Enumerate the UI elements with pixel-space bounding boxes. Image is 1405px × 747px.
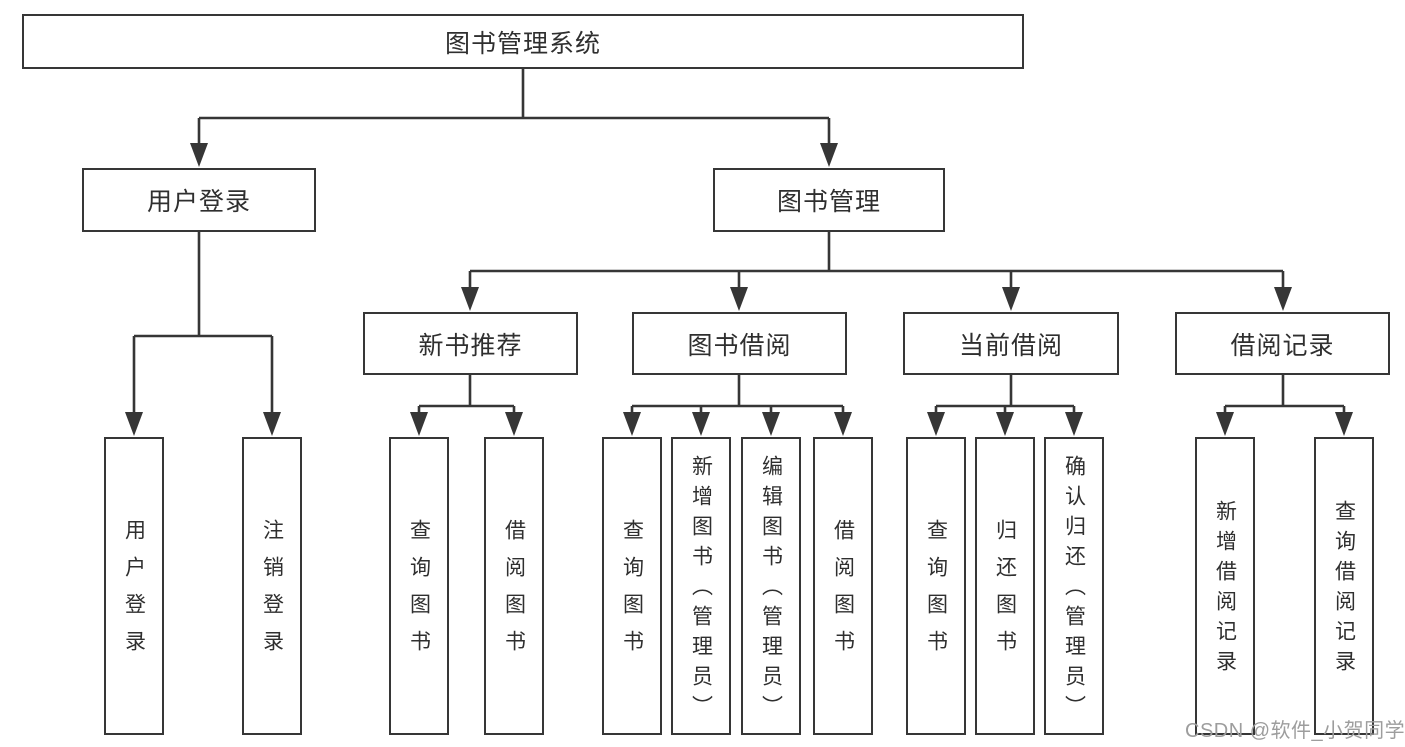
arrow-icon <box>263 412 281 436</box>
arrow-icon <box>692 412 710 436</box>
tree-edges <box>132 69 1346 413</box>
leaf-logout: 注销登录 <box>242 437 302 735</box>
node-current-borrowing: 当前借阅 <box>903 312 1119 375</box>
leaf-borrow-books-recommend: 借阅图书 <box>484 437 544 735</box>
leaf-return-books: 归还图书 <box>975 437 1035 735</box>
leaf-query-books-current-label: 查询图书 <box>924 519 948 667</box>
node-new-book-recommend-label: 新书推荐 <box>418 331 523 360</box>
leaf-user-login-label: 用户登录 <box>122 519 146 667</box>
arrow-icon <box>762 412 780 436</box>
node-book-borrowing: 图书借阅 <box>632 312 847 375</box>
node-current-borrowing-label: 当前借阅 <box>958 331 1063 360</box>
node-book-management: 图书管理 <box>713 168 945 232</box>
leaf-query-books-borrowing-label: 查询图书 <box>620 519 644 667</box>
arrow-icon <box>1065 412 1083 436</box>
arrow-icon <box>1335 412 1353 436</box>
arrow-icon <box>927 412 945 436</box>
node-book-management-label: 图书管理 <box>776 188 881 216</box>
leaf-borrow-books-borrowing-label: 借阅图书 <box>831 519 855 667</box>
arrow-icon <box>623 412 641 436</box>
leaf-query-books-recommend-label: 查询图书 <box>407 519 431 667</box>
leaf-return-books-label: 归还图书 <box>993 519 1017 667</box>
arrow-icon <box>730 287 748 311</box>
node-new-book-recommend: 新书推荐 <box>363 312 578 375</box>
leaf-add-borrow-record: 新增借阅记录 <box>1195 437 1255 735</box>
arrow-icon <box>1002 287 1020 311</box>
leaf-user-login: 用户登录 <box>104 437 164 735</box>
node-system-root: 图书管理系统 <box>22 14 1024 69</box>
arrow-icon <box>820 143 838 167</box>
leaf-logout-label: 注销登录 <box>260 519 284 667</box>
arrow-icon <box>190 143 208 167</box>
leaf-add-books-admin-label: 新增图书（管理员） <box>689 455 713 725</box>
leaf-query-books-recommend: 查询图书 <box>389 437 449 735</box>
leaf-query-borrow-record-label: 查询借阅记录 <box>1332 500 1356 680</box>
leaf-query-books-borrowing: 查询图书 <box>602 437 662 735</box>
arrow-icon <box>1216 412 1234 436</box>
leaf-edit-books-admin-label: 编辑图书（管理员） <box>759 455 783 725</box>
leaf-borrow-books-recommend-label: 借阅图书 <box>502 519 526 667</box>
leaf-query-borrow-record: 查询借阅记录 <box>1314 437 1374 735</box>
leaf-confirm-return-admin-label: 确认归还（管理员） <box>1062 455 1086 725</box>
leaf-borrow-books-borrowing: 借阅图书 <box>813 437 873 735</box>
csdn-watermark: CSDN @软件_小贺同学 <box>1185 720 1405 742</box>
node-borrow-records: 借阅记录 <box>1175 312 1390 375</box>
arrow-icon <box>996 412 1014 436</box>
arrow-icon <box>125 412 143 436</box>
arrow-icon <box>461 287 479 311</box>
leaf-query-books-current: 查询图书 <box>906 437 966 735</box>
node-borrow-records-label: 借阅记录 <box>1230 331 1335 360</box>
node-book-borrowing-label: 图书借阅 <box>687 331 792 360</box>
node-user-login: 用户登录 <box>82 168 316 232</box>
arrow-icon <box>1274 287 1292 311</box>
leaf-edit-books-admin: 编辑图书（管理员） <box>741 437 801 735</box>
arrow-icon <box>505 412 523 436</box>
leaf-add-books-admin: 新增图书（管理员） <box>671 437 731 735</box>
node-user-login-label: 用户登录 <box>146 188 251 216</box>
leaf-confirm-return-admin: 确认归还（管理员） <box>1044 437 1104 735</box>
arrow-icon <box>410 412 428 436</box>
arrow-icon <box>834 412 852 436</box>
leaf-add-borrow-record-label: 新增借阅记录 <box>1213 500 1237 680</box>
node-system-root-label: 图书管理系统 <box>444 29 601 58</box>
